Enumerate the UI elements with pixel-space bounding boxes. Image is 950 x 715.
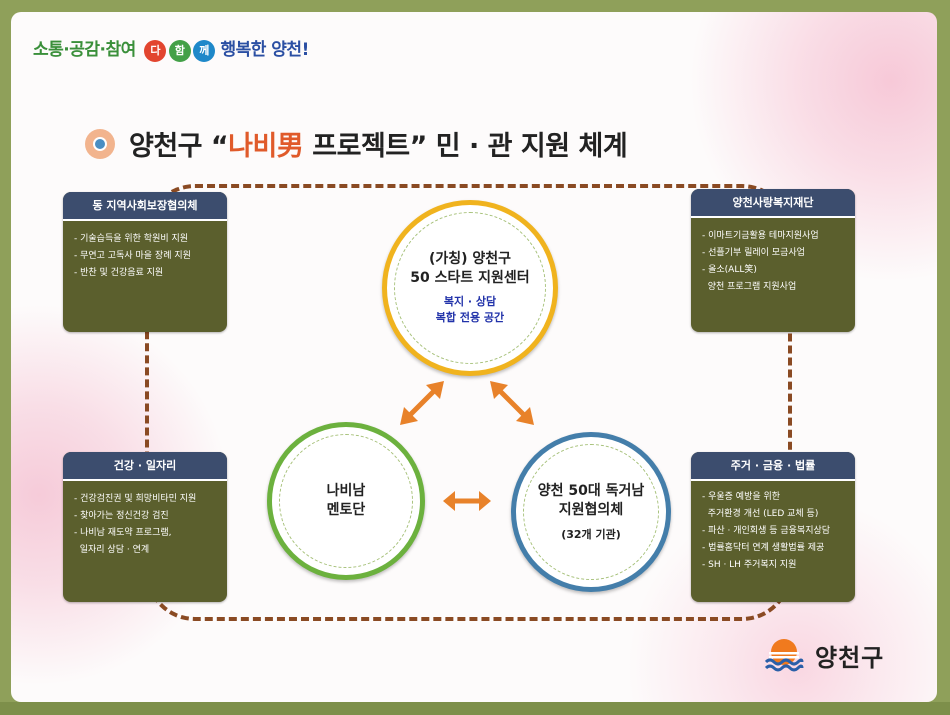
box-health-jobs: 건강 · 일자리 - 건강검진권 및 희망비타민 지원 - 찾아가는 정신건강 … <box>63 452 227 602</box>
box-header: 건강 · 일자리 <box>63 452 227 481</box>
box-items: - 건강검진권 및 희망비타민 지원 - 찾아가는 정신건강 검진 - 나비남 … <box>63 481 227 567</box>
circle-line: (가칭) 양천구 <box>428 251 512 267</box>
bullet-icon <box>85 128 115 159</box>
slogan: 소통·공감·참여 다 함 께 행복한 양천! <box>33 35 309 62</box>
box-housing-finance-law: 주거 · 금융 · 법률 - 우울증 예방을 위한 주거환경 개선 (LED 교… <box>691 452 855 602</box>
list-item: - SH · LH 주거복지 지원 <box>702 560 797 570</box>
list-item: - 이마트기금활용 테마지원사업 <box>702 231 819 241</box>
district-logo: 양천구 <box>763 634 884 676</box>
list-item: - 무연고 고독사 마을 장례 지원 <box>74 251 191 261</box>
list-item: - 건강검진권 및 희망비타민 지원 <box>74 494 197 504</box>
support-loop-border <box>145 184 792 621</box>
circle-small: (32개 기관) <box>561 528 621 541</box>
box-header: 주거 · 금융 · 법률 <box>691 452 855 481</box>
page-title: 양천구 “나비男 프로젝트” 민 · 관 지원 체계 <box>85 124 628 163</box>
double-arrow-icon <box>400 381 444 425</box>
district-emblem-icon <box>764 639 804 672</box>
list-item: 주거환경 개선 (LED 교체 등) <box>702 509 819 519</box>
box-items: - 우울증 예방을 위한 주거환경 개선 (LED 교체 등) - 파산 · 개… <box>691 481 855 582</box>
box-community-council: 동 지역사회보장협의체 - 기술습득을 위한 학원비 지원 - 무연고 고독사 … <box>63 192 227 332</box>
title-suffix: 프로젝트” 민 · 관 지원 체계 <box>303 131 628 162</box>
slide: 소통·공감·참여 다 함 께 행복한 양천! 양천구 “나비男 프로젝트” 민 … <box>11 12 937 702</box>
slogan-dahamke-char: 다 <box>144 39 167 62</box>
box-welfare-foundation: 양천사랑복지재단 - 이마트기금활용 테마지원사업 - 선플기부 릴레이 모금사… <box>691 189 855 332</box>
box-header: 동 지역사회보장협의체 <box>63 192 227 221</box>
circle-line: 50 스타트 지원센터 <box>410 270 530 286</box>
list-item: - 나비남 재도약 프로그램, <box>74 528 172 538</box>
circle-line: 멘토단 <box>326 502 366 518</box>
circle-sub-line: 복합 전용 공간 <box>435 311 505 324</box>
list-item: - 기술습득을 위한 학원비 지원 <box>74 234 189 244</box>
circle-sub-line: 복지 · 상담 <box>443 295 497 308</box>
list-item: 일자리 상담 · 연계 <box>74 545 150 555</box>
double-arrow-icon <box>490 381 534 425</box>
circle-mentor-group: 나비남 멘토단 <box>267 422 425 580</box>
circle-line: 나비남 <box>326 483 366 499</box>
list-item: - 찾아가는 정신건강 검진 <box>74 511 169 521</box>
list-item: - 법률홈닥터 연계 생활법률 제공 <box>702 543 825 553</box>
title-brand: 나비男 <box>228 131 304 162</box>
circle-support-center: (가칭) 양천구 50 스타트 지원센터 복지 · 상담 복합 전용 공간 <box>382 200 558 376</box>
box-items: - 이마트기금활용 테마지원사업 - 선플기부 릴레이 모금사업 - 올소(AL… <box>691 218 855 304</box>
bottom-strip <box>0 702 950 715</box>
circle-line: 지원협의체 <box>558 502 624 518</box>
list-item: - 우울증 예방을 위한 <box>702 492 781 502</box>
circle-support-council: 양천 50대 독거남 지원협의체 (32개 기관) <box>511 432 671 592</box>
slogan-dahamke-char: 께 <box>193 39 216 62</box>
logo-text: 양천구 <box>815 643 885 672</box>
list-item: 양천 프로그램 지원사업 <box>702 282 797 292</box>
slogan-part2: 행복한 양천! <box>220 40 309 60</box>
title-prefix: 양천구 “ <box>129 131 229 162</box>
slogan-part1: 소통·공감·참여 <box>33 40 136 60</box>
circle-sub: 복지 · 상담 복합 전용 공간 <box>436 294 504 326</box>
slogan-dahamke: 다 함 께 <box>144 39 216 62</box>
double-arrow-icon <box>443 491 491 511</box>
title-text: 양천구 “나비男 프로젝트” 민 · 관 지원 체계 <box>129 124 628 163</box>
circle-line: 양천 50대 독거남 <box>537 483 645 499</box>
list-item: - 선플기부 릴레이 모금사업 <box>702 248 805 258</box>
list-item: - 파산 · 개인회생 등 금융복지상담 <box>702 526 831 536</box>
list-item: - 반찬 및 건강음료 지원 <box>74 268 164 278</box>
box-items: - 기술습득을 위한 학원비 지원 - 무연고 고독사 마을 장례 지원 - 반… <box>63 221 227 290</box>
box-header: 양천사랑복지재단 <box>691 189 855 218</box>
slogan-dahamke-char: 함 <box>168 39 191 62</box>
list-item: - 올소(ALL笑) <box>702 265 757 275</box>
